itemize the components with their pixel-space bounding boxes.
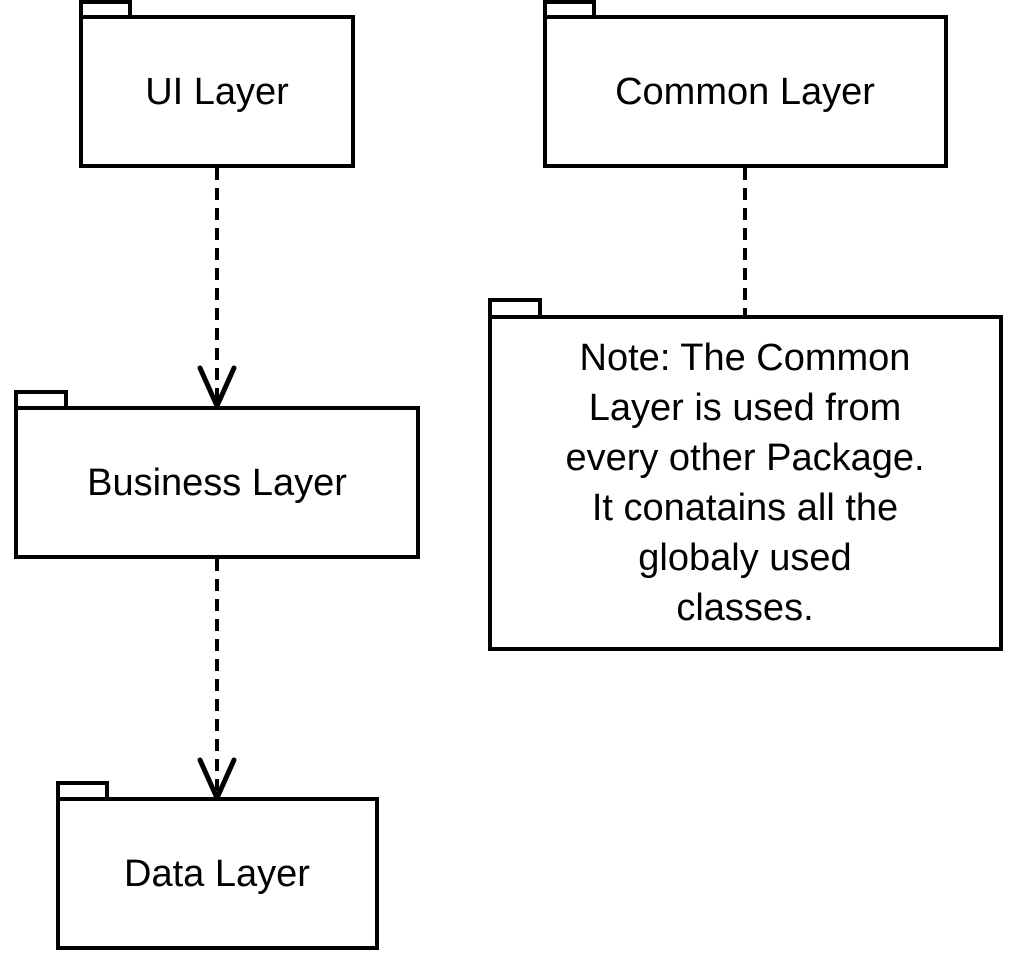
- package-note[interactable]: Note: The Common Layer is used from ever…: [488, 298, 1003, 651]
- package-tab: [14, 390, 68, 410]
- package-body: [543, 15, 948, 168]
- package-body: [14, 406, 420, 559]
- note-line: It conatains all the: [592, 487, 898, 529]
- package-business-layer[interactable]: Business Layer: [14, 390, 420, 559]
- package-body: [79, 15, 355, 168]
- package-tab: [543, 0, 596, 19]
- package-tab: [56, 781, 109, 801]
- note-line: Note: The Common: [580, 337, 911, 379]
- package-body: [56, 797, 379, 950]
- note-line: globaly used: [638, 537, 851, 579]
- package-label: Data Layer: [124, 853, 310, 895]
- package-tab: [79, 0, 132, 19]
- package-common-layer[interactable]: Common Layer: [543, 0, 948, 168]
- note-line: classes.: [676, 587, 813, 629]
- package-label: Business Layer: [87, 462, 347, 504]
- package-data-layer[interactable]: Data Layer: [56, 781, 379, 950]
- package-body: [488, 315, 1003, 651]
- dependency-business-to-data: [197, 559, 237, 801]
- package-label: Common Layer: [615, 71, 875, 113]
- note-line: every other Package.: [565, 437, 924, 479]
- dependency-ui-to-business: [197, 168, 237, 409]
- note-line: Layer is used from: [589, 387, 902, 429]
- package-tab: [488, 298, 542, 319]
- package-label: UI Layer: [145, 71, 289, 113]
- package-ui-layer[interactable]: UI Layer: [79, 0, 355, 168]
